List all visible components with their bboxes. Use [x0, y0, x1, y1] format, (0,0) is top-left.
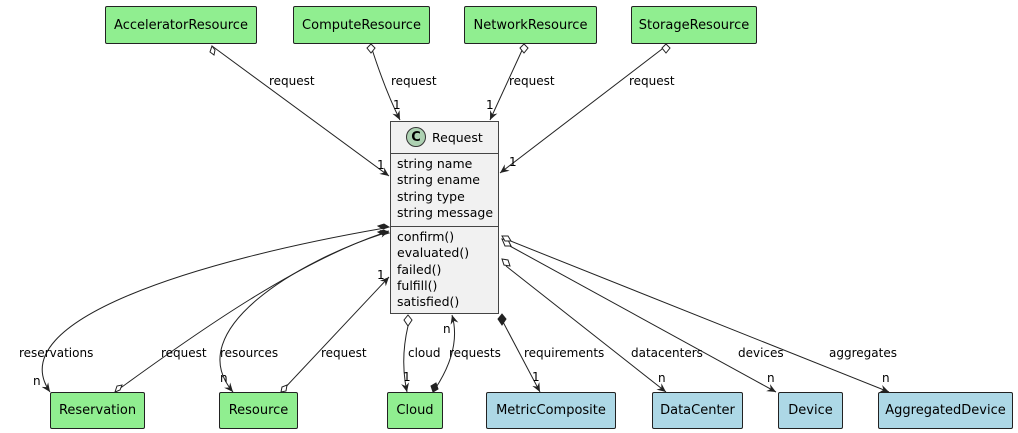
multiplicity-resource-request: 1	[377, 268, 385, 282]
edge-label-storage-request: request	[629, 74, 675, 88]
class-aggregated-device: AggregatedDevice	[878, 392, 1013, 429]
class-name: Resource	[228, 403, 289, 418]
class-name: AggregatedDevice	[885, 403, 1006, 418]
class-name: Device	[788, 403, 833, 418]
class-datacenter: DataCenter	[652, 392, 743, 429]
multiplicity-cloud: 1	[403, 370, 411, 384]
edge-reservations	[41, 227, 386, 393]
edge-label-requirements: requirements	[524, 346, 605, 360]
multiplicity-requests: n	[443, 322, 451, 336]
diamond-requirements-filled	[497, 313, 507, 326]
class-name: NetworkResource	[473, 17, 588, 33]
multiplicity-devices: n	[767, 371, 775, 385]
edge-compute-request	[370, 45, 401, 121]
multiplicity-datacenters: n	[658, 371, 666, 385]
edge-storage-request	[499, 45, 667, 174]
multiplicity-aggregates: n	[882, 371, 890, 385]
edge-label-cloud: cloud	[408, 346, 441, 360]
edge-cloud	[401, 325, 409, 393]
class-cloud: Cloud	[387, 392, 443, 429]
edge-requirements	[501, 319, 541, 393]
diamond-resource	[280, 384, 288, 393]
edge-label-reservation-request: request	[161, 346, 207, 360]
edge-devices	[507, 244, 777, 393]
diamond-requests-filled	[430, 382, 439, 393]
edge-label-requests: requests	[449, 346, 501, 360]
class-storage-resource: StorageResource	[631, 6, 757, 44]
class-name: ComputeResource	[302, 17, 421, 33]
edge-label-compute-request: request	[391, 74, 437, 88]
method: confirm()	[397, 229, 455, 244]
method: evaluated()	[397, 245, 470, 261]
class-name: StorageResource	[638, 17, 750, 33]
edge-requests	[432, 314, 459, 393]
edge-resources	[219, 232, 386, 393]
class-stereotype-icon: C	[406, 127, 426, 147]
diamond-datacenters	[501, 258, 511, 267]
diamond-reservation	[114, 384, 123, 393]
diamond-compute	[366, 43, 376, 54]
edge-resource-request	[280, 276, 390, 393]
method: fulfill()	[397, 277, 438, 293]
diamond-resources-filled	[376, 229, 391, 236]
attribute: string ename	[397, 172, 480, 188]
class-resource: Resource	[219, 392, 298, 429]
class-name: MetricComposite	[496, 403, 606, 418]
edge-label-resource-request: request	[321, 346, 367, 360]
edge-label-network-request: request	[509, 74, 555, 88]
attribute: string message	[397, 204, 494, 220]
class-name: Reservation	[58, 403, 137, 418]
method: failed()	[397, 261, 442, 277]
diamond-aggregates	[501, 235, 512, 242]
diamond-reservations-filled	[376, 223, 391, 230]
multiplicity-storage: 1	[509, 155, 517, 169]
attribute: string type	[397, 188, 465, 204]
class-header: C Request	[391, 122, 498, 152]
diamond-accelerator	[209, 44, 216, 56]
edge-reservation-request	[114, 229, 390, 393]
class-name: DataCenter	[660, 403, 735, 418]
edge-label-datacenters: datacenters	[631, 346, 703, 360]
class-accelerator-resource: AcceleratorResource	[105, 6, 257, 44]
class-name: Cloud	[396, 403, 434, 418]
method: satisfied()	[397, 294, 460, 310]
multiplicity-compute: 1	[393, 98, 401, 112]
edge-accelerator-request	[211, 45, 390, 177]
divider	[391, 153, 498, 154]
edge-label-resources: resources	[220, 346, 279, 360]
class-network-resource: NetworkResource	[464, 6, 597, 44]
diamond-storage	[661, 43, 671, 54]
class-name: Request	[432, 129, 483, 145]
edge-network-request	[489, 45, 525, 121]
edge-label-reservations: reservations	[19, 346, 94, 360]
multiplicity-accelerator: 1	[377, 158, 385, 172]
edge-aggregates	[507, 239, 890, 393]
edge-datacenters	[505, 265, 667, 393]
multiplicity-requirements: 1	[532, 370, 540, 384]
diamond-cloud-on-request	[403, 314, 413, 327]
class-compute-resource: ComputeResource	[293, 6, 430, 44]
class-request: C Request string name string ename strin…	[390, 121, 499, 314]
divider	[391, 226, 498, 227]
attribute-list: string name string ename string type str…	[397, 156, 493, 221]
class-device: Device	[778, 392, 843, 429]
diamond-network	[519, 43, 529, 54]
multiplicity-network: 1	[486, 98, 494, 112]
class-name: AcceleratorResource	[114, 17, 248, 33]
edge-label-aggregates: aggregates	[829, 346, 897, 360]
edge-label-accelerator-request: request	[269, 74, 315, 88]
multiplicity-reservations: n	[33, 374, 41, 388]
method-list: confirm() evaluated() failed() fulfill()…	[397, 229, 469, 310]
edge-label-devices: devices	[738, 346, 784, 360]
class-metric-composite: MetricComposite	[486, 392, 616, 429]
multiplicity-resources: n	[220, 371, 228, 385]
class-reservation: Reservation	[50, 392, 145, 429]
attribute: string name	[397, 156, 473, 171]
